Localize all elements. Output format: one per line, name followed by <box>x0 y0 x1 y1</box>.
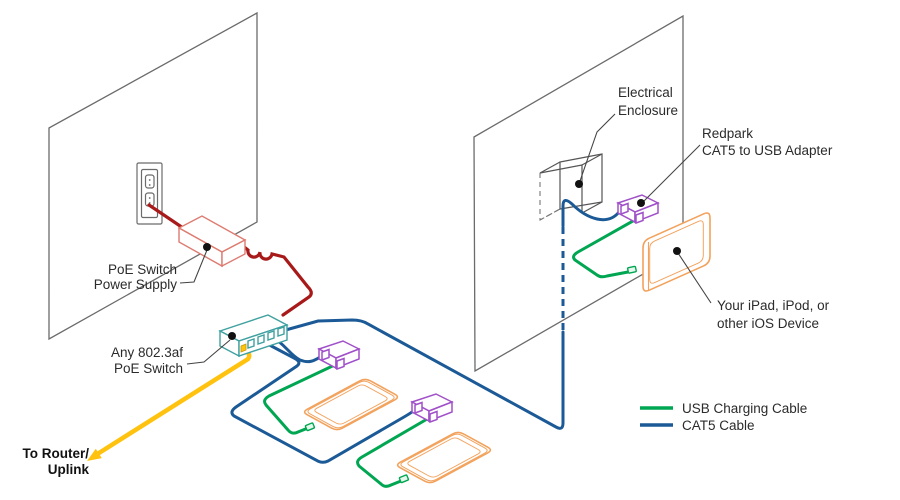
ipad-1 <box>303 378 399 431</box>
callout-dot <box>637 199 645 207</box>
callout-power-supply: PoE Switch Power Supply <box>94 243 211 292</box>
ipad-2 <box>396 431 492 484</box>
poe-switch-label-line2: PoE Switch <box>114 361 183 376</box>
outlet-inner <box>140 168 159 219</box>
callout-poe-switch: Any 802.3af PoE Switch <box>111 332 236 376</box>
callout-device: Your iPad, iPod, or other iOS Device <box>673 247 830 331</box>
adapter-label-line1: Redpark <box>702 126 753 141</box>
ipad-screen <box>649 220 704 284</box>
enclosure-edge-tr <box>581 153 603 166</box>
callout-dot <box>228 332 236 340</box>
usb-plug-1 <box>304 422 316 432</box>
legend-label-cat5: CAT5 Cable <box>682 418 755 433</box>
supply-end-face <box>221 238 246 268</box>
outlet-plate <box>136 162 163 225</box>
callout-adapter: Redpark CAT5 to USB Adapter <box>637 126 833 207</box>
cat5-cable-to-adapter-2 <box>230 338 418 464</box>
leader-line <box>579 113 616 182</box>
power-outlet <box>136 162 163 225</box>
cat5-cable-to-wall <box>280 318 565 430</box>
outlet-socket-top <box>144 174 155 189</box>
leader-line <box>179 249 208 284</box>
cat5-cable-to-adapter-1 <box>269 334 324 364</box>
power-supply-label-line2: Power Supply <box>94 277 178 292</box>
cat5-usb-adapter-2 <box>411 393 453 423</box>
callout-dot <box>575 180 583 188</box>
switch-port-1 <box>247 338 255 349</box>
power-supply-label-line1: PoE Switch <box>108 262 177 277</box>
enclosure-edge-br <box>581 201 603 214</box>
usb-plug-2 <box>398 474 410 484</box>
callout-enclosure: Electrical Enclosure <box>575 85 678 188</box>
power-cord-coil-segment <box>241 244 313 317</box>
uplink-arrowhead <box>87 448 102 461</box>
leader-line <box>677 252 712 304</box>
uplink-label-line2: Uplink <box>48 462 90 477</box>
device-label-line2: other iOS Device <box>717 316 819 331</box>
uplink-label-line1: To Router/ <box>23 446 90 461</box>
poe-power-supply <box>177 215 247 268</box>
switch-port-2 <box>257 334 265 345</box>
switch-uplink-port <box>240 343 247 353</box>
enclosure-hidden-edge <box>539 208 561 221</box>
usb-plug-3 <box>626 265 637 274</box>
usb-cable-3 <box>572 215 642 279</box>
legend-label-usb: USB Charging Cable <box>682 401 807 416</box>
usb-cable-2 <box>356 413 436 488</box>
device-label-line1: Your iPad, iPod, or <box>717 298 830 313</box>
leader-line <box>186 339 231 365</box>
enclosure-edge-tl <box>539 161 561 174</box>
outlet-slot <box>148 179 151 181</box>
callout-uplink: To Router/ Uplink <box>23 446 90 477</box>
usb-cable-1 <box>263 360 343 435</box>
enclosure-label-line1: Electrical <box>618 85 673 100</box>
switch-port-3 <box>267 330 275 341</box>
callout-dot <box>203 243 211 251</box>
switch-port-4 <box>277 326 285 337</box>
legend: USB Charging Cable CAT5 Cable <box>640 401 807 433</box>
poe-switch-label-line1: Any 802.3af <box>111 345 183 360</box>
adapter-label-line2: CAT5 to USB Adapter <box>702 143 833 158</box>
outlet-slot <box>148 184 151 186</box>
outlet-slot <box>148 197 151 199</box>
enclosure-label-line2: Enclosure <box>618 103 678 118</box>
callout-dot <box>673 247 681 255</box>
leader-line <box>643 144 701 202</box>
cat5-usb-adapter-1 <box>318 340 360 370</box>
